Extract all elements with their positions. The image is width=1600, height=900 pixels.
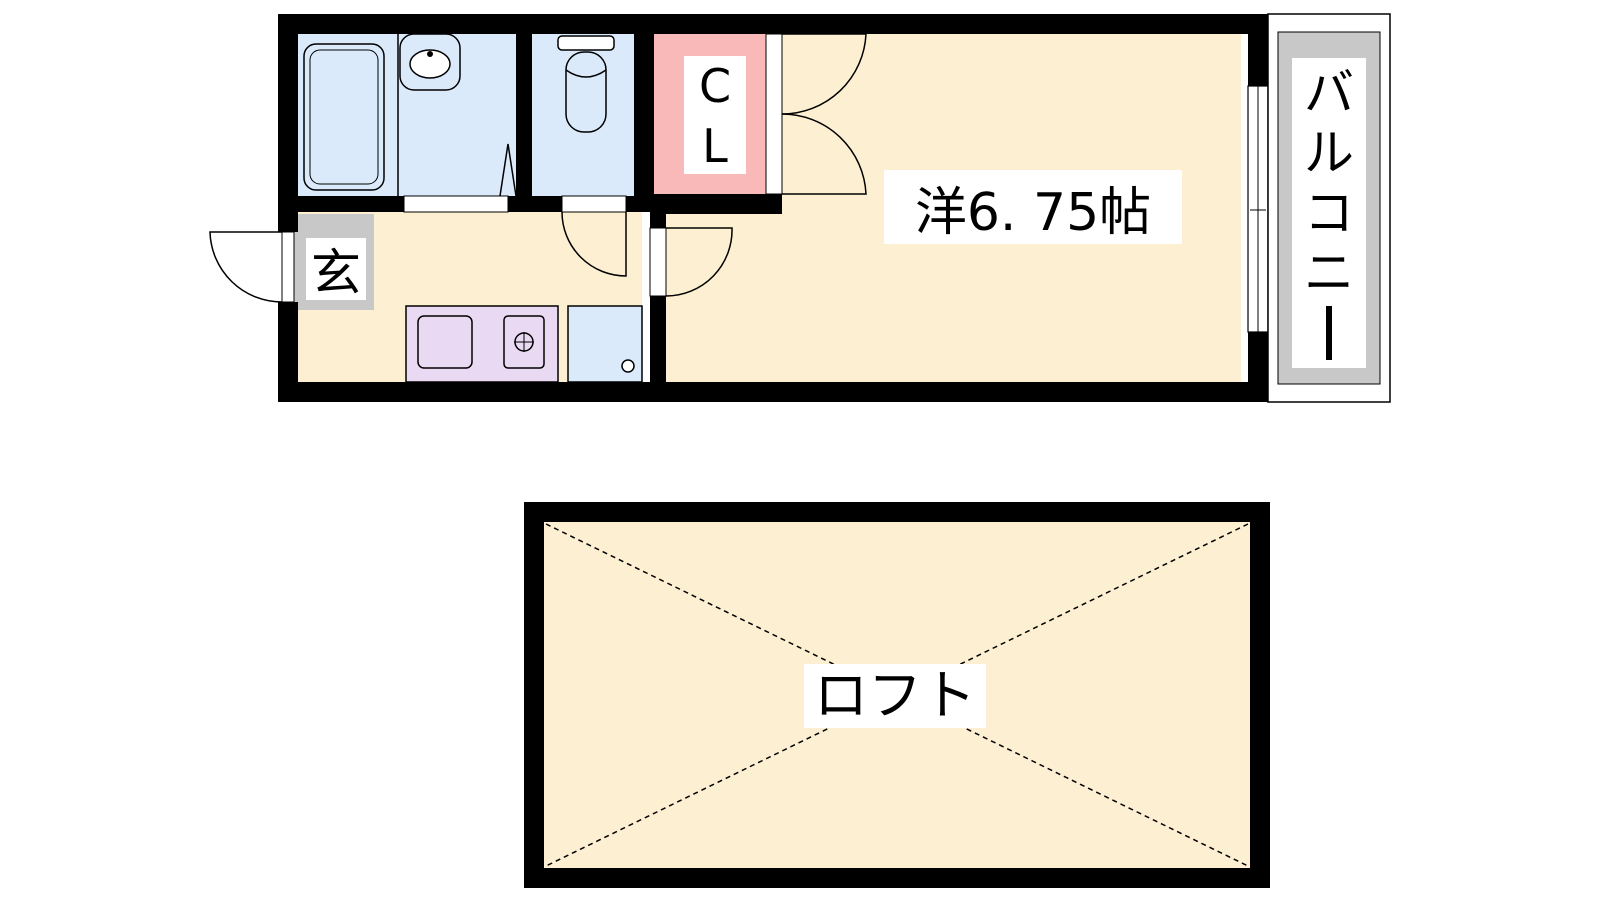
closet-door-jamb: [765, 33, 783, 195]
closet-door-upper: [781, 33, 867, 115]
wall-closet-bottom: [650, 194, 782, 214]
balcony-char-4: ニ: [1304, 244, 1354, 302]
wall-left-upper: [278, 14, 298, 232]
toilet-seat-line: [565, 69, 607, 78]
wall-left-lower: [278, 302, 298, 402]
balcony: [1267, 13, 1391, 403]
loft: [524, 502, 1270, 888]
wall-hall-room-lower: [650, 296, 666, 402]
closet-label-l: L: [702, 119, 728, 173]
entrance-door-swing: [209, 231, 283, 303]
wall-bottom: [278, 382, 1268, 402]
bathroom-door-gap: [403, 195, 509, 213]
closet-door-lower: [781, 113, 867, 195]
closet-label-bg: [684, 56, 746, 174]
genkan-label-bg: [306, 238, 366, 300]
washing-machine-drain: [621, 359, 635, 373]
closet-label-c: C: [699, 59, 731, 113]
wall-toilet-bottom: [626, 196, 654, 212]
western-room-label-bg: [884, 170, 1182, 244]
washbasin-bowl: [409, 49, 451, 79]
toilet-bowl: [565, 51, 607, 133]
bathtub-inner: [309, 49, 379, 185]
wall-top: [278, 14, 1268, 34]
balcony-char-2: ル: [1304, 124, 1354, 182]
wall-hall-room-upper: [650, 194, 666, 228]
balcony-char-5-bar: [1326, 306, 1332, 360]
toilet-door-gap: [561, 195, 627, 213]
genkan-label: 玄: [311, 244, 361, 302]
wall-bath-bottom-a: [278, 196, 404, 212]
wall-right-lower: [1248, 332, 1268, 402]
toilet-tank: [557, 35, 615, 51]
loft-label: ロフト: [814, 664, 976, 727]
entrance-door-jamb: [281, 231, 295, 303]
walls: [278, 14, 1268, 402]
wall-right-upper: [1248, 14, 1268, 86]
western-room-label: 洋6. 75帖: [915, 183, 1151, 243]
wall-toilet-closet: [634, 14, 654, 212]
kitchen-sink: [417, 315, 473, 369]
balcony-label: バ ル コ ニ: [1304, 64, 1354, 360]
room-door-jamb: [649, 227, 667, 297]
balcony-char-1: バ: [1304, 64, 1354, 122]
loft-label-bg: [804, 664, 986, 728]
toilet-door-swing: [561, 211, 627, 277]
room-door-swing: [665, 227, 733, 297]
washbasin-tap: [427, 51, 433, 57]
wall-bath-toilet: [516, 14, 532, 212]
balcony-char-3: コ: [1304, 184, 1354, 242]
bathtub: [303, 43, 385, 191]
bathroom-folding-door: [499, 143, 517, 197]
